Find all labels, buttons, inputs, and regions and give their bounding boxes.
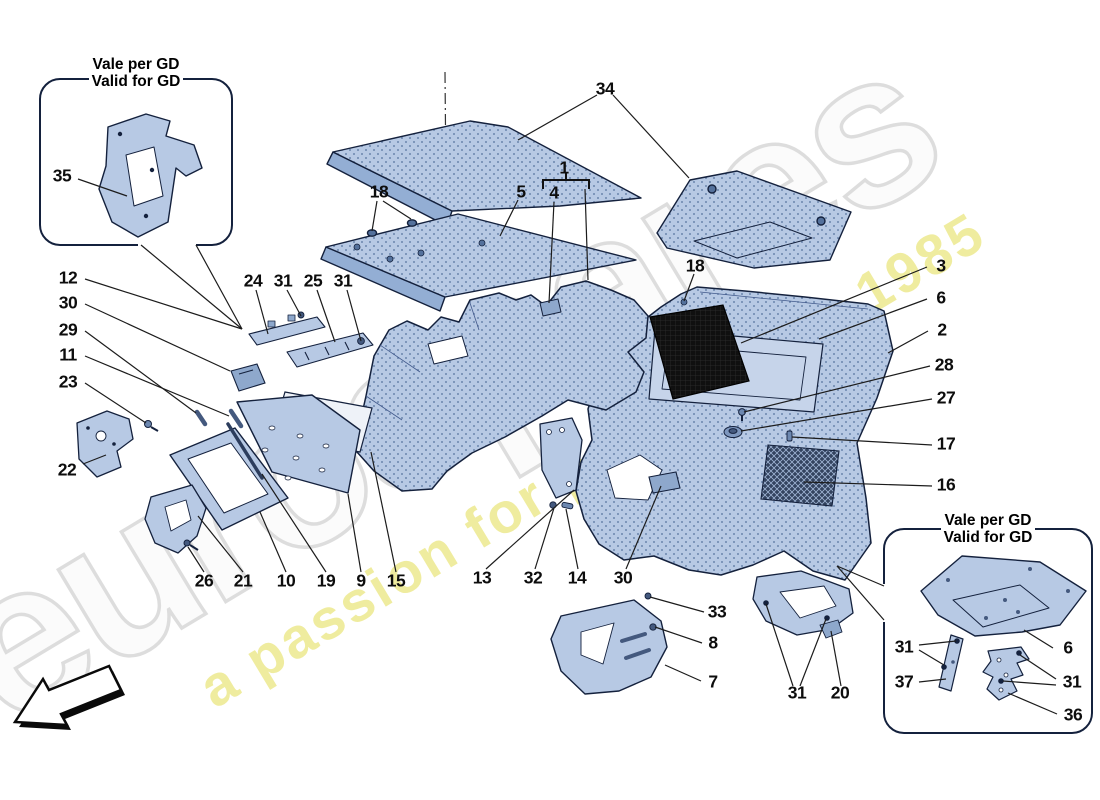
leader-line [1019,654,1057,680]
leader-line [625,485,662,570]
part-stud-31-gd [1016,650,1022,656]
part-footrest-pad-16 [760,444,840,507]
leader-line [791,436,933,446]
leader-line [259,511,287,573]
leader-line [84,355,230,417]
part-sill-strip-24 [248,314,326,346]
leader-line [195,244,243,330]
part-rubber-mat-3 [649,304,750,400]
part-pin-17 [786,430,793,442]
leader-line [799,618,827,687]
inset-title-line-en: Valid for GD [88,73,184,90]
part-screw-14 [561,501,574,510]
leader-line [1007,692,1058,715]
leader-line [140,244,243,330]
part-pin-33 [644,592,652,600]
leader-line [565,508,579,570]
part-sill-strip-25 [286,332,374,368]
leader-line [743,365,931,413]
leader-line [316,289,336,343]
leader-line [84,303,231,372]
leader-line [371,200,378,232]
part-seal-rod-19 [226,422,264,480]
inset-box-bottom-right [883,528,1093,734]
leader-line [485,489,575,570]
part-floor-mat-right-34 [656,170,852,269]
leader-line [84,382,147,424]
leader-line [84,330,197,414]
leader-line [584,188,589,281]
leader-line [1002,680,1057,686]
part-stud-31-gd [954,638,960,644]
leader-line [187,546,205,573]
leader-line [740,266,928,344]
part-heel-plate-9 [236,394,361,494]
leader-line [77,178,128,197]
leader-line [534,507,555,570]
leader-line [82,454,107,465]
leader-line [1023,629,1054,649]
leader-line [818,298,928,340]
part-floor-mat-5 [320,213,637,312]
part-plate-6-gd [920,555,1087,637]
part-tunnel-insulation [356,280,649,492]
leader-line [612,94,690,179]
leader-line [664,664,702,682]
part-latch-30 [230,363,266,392]
leader-line [84,278,243,330]
part-stud-31-gd [998,678,1004,684]
leader-line [370,451,397,573]
leader-line [887,330,929,354]
part-bracket-22 [76,410,134,478]
part-grommet-27 [723,426,743,438]
part-bracket-36 [982,646,1030,701]
part-screw-28 [738,408,746,421]
leader-line [918,678,947,683]
part-bracket-35 [98,113,203,238]
leader-line [382,200,412,220]
part-pin-11 [228,408,244,429]
leader-line [347,493,362,573]
leader-line [765,603,794,687]
part-floor-mat-upper-34 [326,120,642,227]
leader-line [548,201,555,304]
inset-top-left-title: Vale per GD Valid for GD [40,56,232,90]
part-bracket-20 [752,570,854,639]
inset-title-line-it: Vale per GD [941,512,1035,529]
leader-line [255,289,269,335]
leader-line [740,398,933,432]
part-buckle-30 [648,471,681,494]
inset-title-line-it: Vale per GD [89,56,183,73]
part-stud-31-gd [941,664,947,670]
leader-line [197,515,244,573]
inset-title-line-en: Valid for GD [940,529,1036,546]
leader-line [517,94,598,141]
leader-line [261,473,327,573]
part-bracket-13 [539,417,583,499]
leader-line [803,481,933,487]
part-screw-26 [183,539,199,551]
part-screw-23 [144,420,159,432]
leader-line [683,273,695,302]
leader-line [649,596,705,613]
leader-line [836,565,885,587]
leader-line [836,565,885,621]
inset-box-top-left [39,78,233,246]
inset-bottom-right-title: Vale per GD Valid for GD [884,512,1092,546]
leader-lines [77,94,1058,715]
part-strip-37 [938,634,964,692]
leader-line [654,626,703,644]
leader-line [830,630,842,687]
leader-line [918,640,957,646]
part-pin-29 [194,409,208,427]
leader-line [499,199,519,237]
leader-line [346,289,362,342]
part-bracket-7 [550,599,668,695]
direction-arrow [12,664,125,730]
leader-line [918,649,945,666]
group-bracket-1 [542,173,590,189]
leader-line [286,289,302,317]
part-bracket-21 [144,484,207,554]
